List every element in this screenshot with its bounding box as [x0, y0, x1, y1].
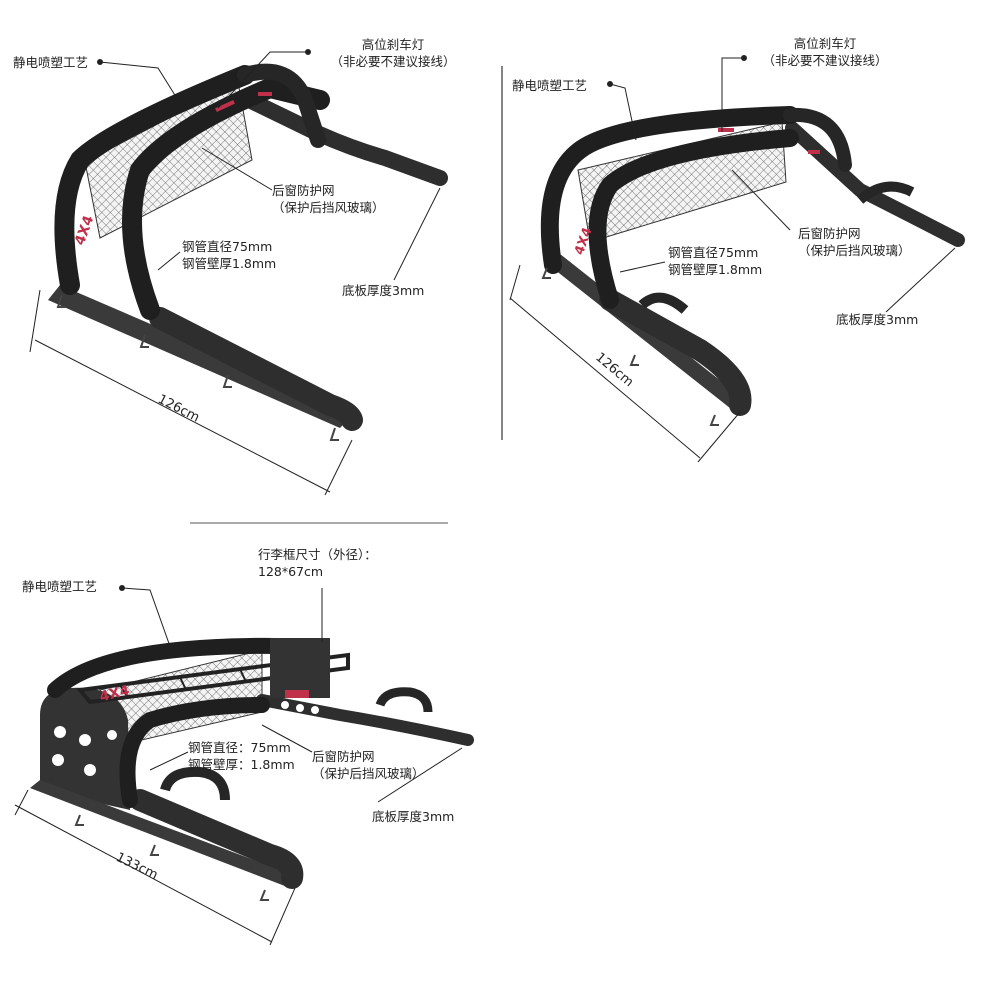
b-brake-light-line2: （非必要不建议接线） [762, 53, 888, 68]
a-brake-light-line1: 高位刹车灯 [361, 37, 425, 52]
b-tube-wall: 钢管壁厚1.8mm [668, 262, 763, 277]
a-net-line2: （保护后挡风玻璃） [272, 200, 385, 215]
a-tube-diameter: 钢管直径75mm [182, 239, 273, 254]
roll-bar-a [48, 63, 448, 441]
a-brake-light-line2: （非必要不建议接线） [330, 54, 456, 69]
b-tube-label: 钢管直径75mm 钢管壁厚1.8mm [668, 244, 762, 278]
c-base-plate-label: 底板厚度3mm [372, 809, 455, 824]
a-brake-light-label: 高位刹车灯 （非必要不建议接线） [318, 36, 468, 70]
c-tube-label: 钢管直径：75mm 钢管壁厚：1.8mm [188, 739, 295, 773]
roll-bar-c [30, 637, 474, 901]
c-net-line1: 后窗防护网 [312, 749, 375, 764]
leader-lines-a [29, 49, 441, 496]
c-coating-label: 静电喷塑工艺 [22, 579, 98, 594]
leader-lines-c [14, 585, 463, 946]
c-tube-wall: 钢管壁厚：1.8mm [188, 757, 295, 772]
b-net-line1: 后窗防护网 [798, 226, 861, 241]
roll-bar-b [540, 106, 965, 426]
b-base-plate-label: 底板厚度3mm [836, 312, 919, 327]
c-rack-size-line1: 行李框尺寸（外径）： [258, 547, 377, 562]
b-tube-diameter: 钢管直径75mm [668, 245, 759, 260]
a-tube-wall: 钢管壁厚1.8mm [182, 256, 277, 271]
b-coating-label: 静电喷塑工艺 [512, 78, 588, 93]
a-net-label: 后窗防护网 （保护后挡风玻璃） [272, 182, 385, 216]
b-brake-light-label: 高位刹车灯 （非必要不建议接线） [750, 35, 900, 69]
a-base-plate-label: 底板厚度3mm [342, 283, 425, 298]
c-net-line2: （保护后挡风玻璃） [312, 766, 425, 781]
c-rack-size-line2: 128*67cm [258, 564, 324, 579]
b-brake-light-line1: 高位刹车灯 [793, 36, 857, 51]
a-net-line1: 后窗防护网 [272, 183, 335, 198]
a-coating-label: 静电喷塑工艺 [13, 55, 89, 70]
a-tube-label: 钢管直径75mm 钢管壁厚1.8mm [182, 238, 276, 272]
c-tube-diameter: 钢管直径：75mm [188, 740, 291, 755]
c-rack-size-label: 行李框尺寸（外径）： 128*67cm [258, 546, 377, 580]
b-net-line2: （保护后挡风玻璃） [798, 243, 911, 258]
leader-lines-b [509, 55, 956, 463]
b-net-label: 后窗防护网 （保护后挡风玻璃） [798, 225, 911, 259]
c-net-label: 后窗防护网 （保护后挡风玻璃） [312, 748, 425, 782]
